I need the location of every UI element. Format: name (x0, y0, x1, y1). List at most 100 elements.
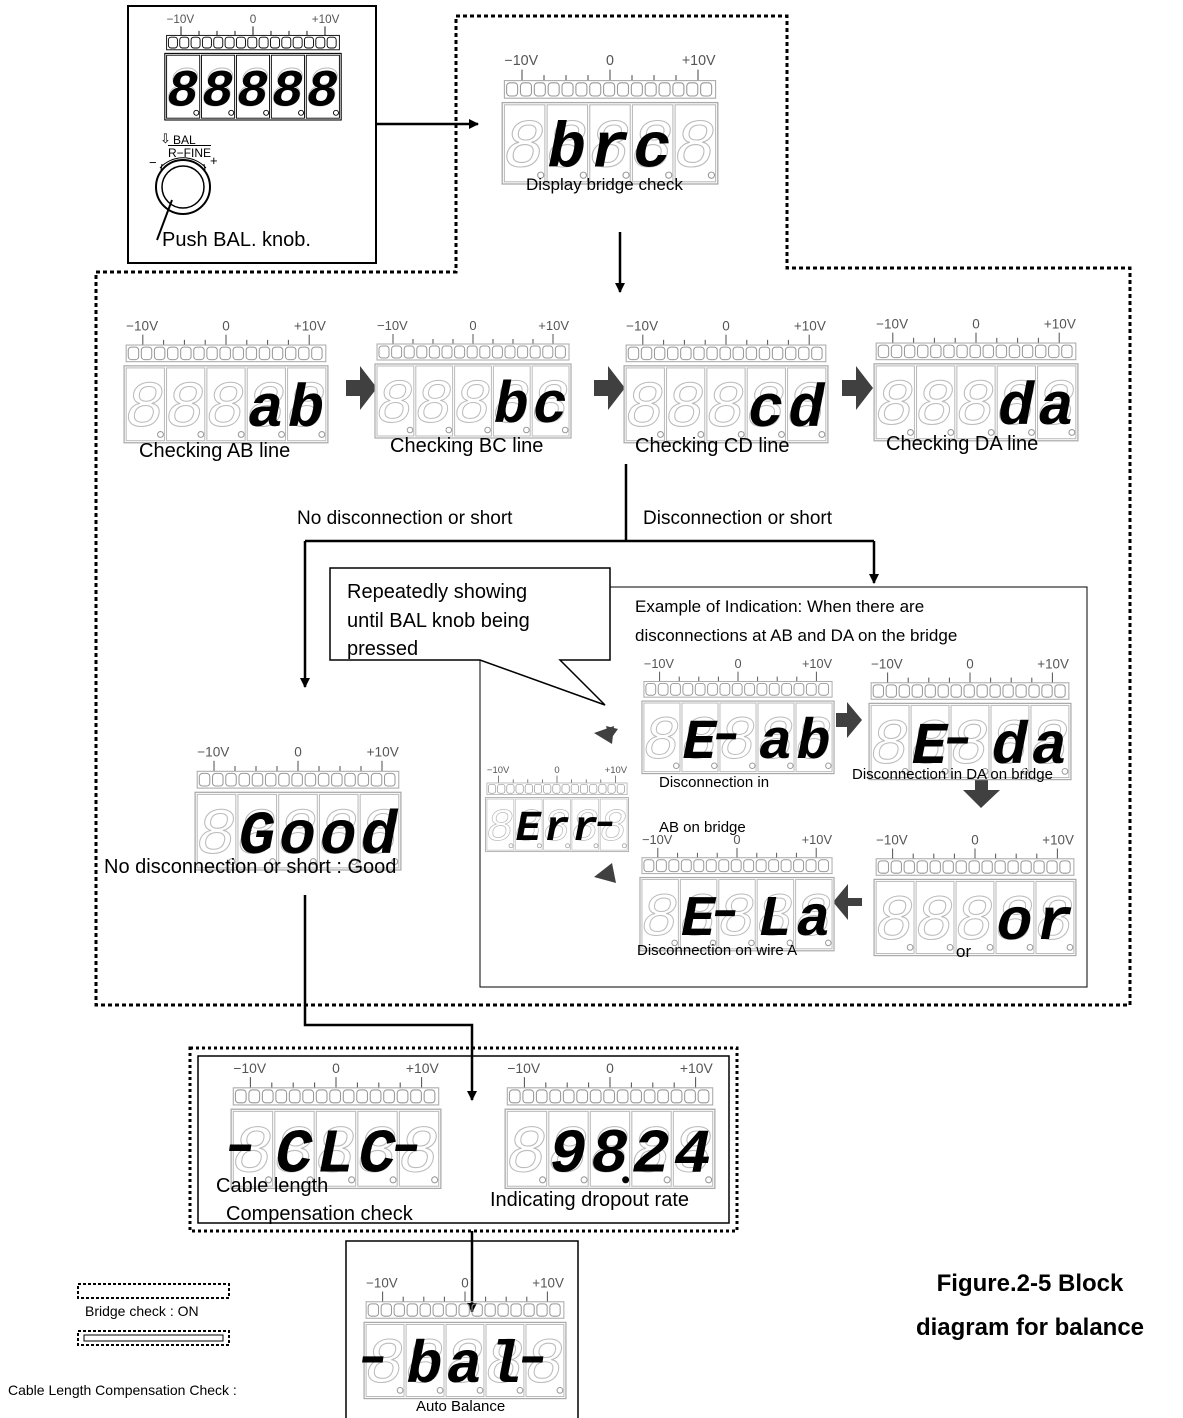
svg-text:E: E (912, 713, 949, 781)
svg-text:+10V: +10V (682, 53, 716, 69)
svg-text:8: 8 (166, 373, 205, 446)
svg-text:8: 8 (600, 802, 627, 854)
svg-text:8: 8 (504, 110, 545, 187)
svg-text:8: 8 (271, 60, 304, 123)
svg-text:8: 8 (626, 373, 665, 446)
svg-text:L: L (758, 888, 792, 953)
svg-text:d: d (361, 803, 399, 872)
err-ab-label-2: AB on bridge (659, 819, 746, 836)
svg-text:8: 8 (757, 885, 794, 954)
checking-cd-label: Checking CD line (635, 435, 790, 457)
svg-text:8: 8 (399, 1116, 439, 1191)
svg-text:8: 8 (795, 708, 831, 777)
svg-text:0: 0 (294, 745, 302, 760)
svg-text:8: 8 (206, 373, 245, 446)
svg-text:0: 0 (972, 316, 980, 331)
svg-text:8: 8 (632, 110, 673, 187)
svg-text:8: 8 (546, 110, 587, 187)
svg-text:b: b (548, 114, 586, 186)
svg-text:b: b (797, 712, 831, 776)
svg-text:−10V: −10V (126, 318, 158, 333)
svg-text:−10V: −10V (487, 765, 510, 776)
svg-text:l: l (487, 1332, 523, 1400)
svg-text:8: 8 (166, 60, 199, 123)
svg-text:8: 8 (237, 63, 268, 122)
svg-text:8: 8 (543, 802, 570, 854)
svg-text:8: 8 (202, 63, 233, 122)
svg-text:a: a (447, 1332, 483, 1400)
svg-text:4: 4 (674, 1119, 711, 1190)
svg-text:o: o (997, 889, 1033, 957)
svg-text:−10V: −10V (167, 13, 195, 26)
svg-text:L: L (317, 1119, 354, 1190)
svg-text:a: a (1032, 713, 1068, 781)
svg-text:c: c (533, 375, 568, 440)
callout-line-3: pressed (347, 638, 419, 660)
svg-text:8: 8 (167, 63, 198, 122)
svg-text:0: 0 (554, 765, 559, 776)
svg-text:8: 8 (247, 373, 286, 446)
err-da-label: Disconnection in DA on bridge (852, 766, 1053, 783)
svg-text:8: 8 (956, 371, 995, 444)
svg-text:+10V: +10V (294, 318, 326, 333)
svg-text:8: 8 (681, 708, 717, 777)
svg-text:8: 8 (997, 371, 1036, 444)
svg-text:0: 0 (722, 318, 730, 333)
branch-fault-label: Disconnection or short (643, 508, 833, 529)
example-line-2: disconnections at AB and DA on the bridg… (635, 626, 958, 645)
svg-text:d: d (998, 375, 1036, 443)
svg-text:+10V: +10V (538, 318, 569, 333)
legend-cable-check: Cable Length Compensation Check : (8, 1382, 237, 1398)
svg-text:0: 0 (606, 53, 614, 69)
svg-text:8: 8 (666, 373, 705, 446)
svg-text:E: E (516, 805, 543, 853)
svg-text:8: 8 (507, 1116, 547, 1191)
svg-text:0: 0 (250, 13, 257, 26)
good-label: No disconnection or short : Good (104, 856, 397, 878)
svg-text:8: 8 (415, 370, 452, 441)
svg-text:C: C (358, 1119, 396, 1190)
svg-text:0: 0 (971, 832, 978, 847)
svg-text:r: r (1037, 889, 1073, 957)
panel-bal-label: BAL (173, 133, 196, 147)
svg-text:8: 8 (272, 63, 303, 122)
display-bridge-check-label: Display bridge check (526, 175, 683, 194)
svg-text:0: 0 (734, 656, 741, 671)
svg-text:8: 8 (376, 370, 413, 441)
cable-check-region (188, 1046, 739, 1233)
push-bal-text: Push BAL. knob. (162, 229, 311, 251)
svg-text:8: 8 (955, 887, 993, 959)
svg-text:8: 8 (197, 799, 236, 873)
svg-text:8: 8 (236, 60, 269, 123)
svg-text:0: 0 (733, 832, 740, 847)
auto-balance-box (345, 1240, 579, 1418)
svg-text:8: 8 (871, 711, 909, 783)
svg-text:r: r (544, 805, 569, 853)
svg-text:8: 8 (589, 110, 630, 187)
svg-text:8: 8 (237, 799, 276, 873)
svg-text:−10V: −10V (366, 1275, 398, 1290)
svg-text:−10V: −10V (507, 1060, 541, 1076)
svg-text:8: 8 (405, 1330, 443, 1402)
svg-text:−10V: −10V (642, 832, 673, 847)
svg-text:o: o (320, 803, 357, 872)
svg-text:8: 8 (718, 885, 755, 954)
svg-text:−10V: −10V (876, 316, 908, 331)
svg-text:8: 8 (787, 373, 826, 446)
err-or-label: or (956, 942, 972, 961)
svg-text:8: 8 (1037, 371, 1076, 444)
checking-da-label: Checking DA line (886, 433, 1039, 455)
svg-text:8: 8 (680, 885, 717, 954)
svg-text:+10V: +10V (1037, 656, 1069, 671)
